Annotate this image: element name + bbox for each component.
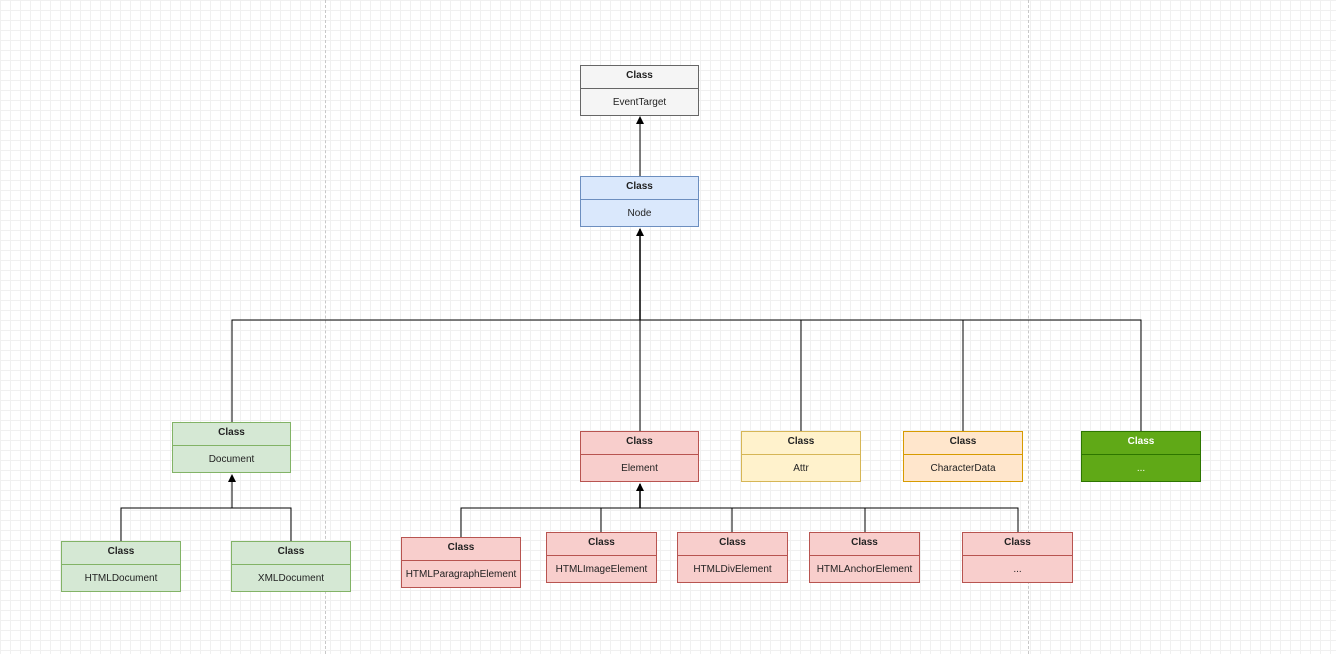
class-name: CharacterData	[930, 463, 996, 474]
class-name: HTMLParagraphElement	[405, 569, 517, 580]
class-header: Class	[232, 542, 350, 565]
edge-document-to-node	[231, 319, 640, 422]
edge-element-more-to-element	[640, 507, 1019, 532]
class-element-more[interactable]: Class ...	[962, 532, 1073, 583]
class-header: Class	[581, 66, 698, 89]
class-header: Class	[963, 533, 1072, 556]
class-eventtarget[interactable]: Class EventTarget	[580, 65, 699, 116]
edge-xmldocument-to-document	[232, 507, 292, 541]
class-attr[interactable]: Class Attr	[741, 431, 861, 482]
class-name: Document	[208, 454, 255, 465]
class-htmldocument[interactable]: Class HTMLDocument	[61, 541, 181, 592]
class-name: XMLDocument	[257, 573, 325, 584]
class-document[interactable]: Class Document	[172, 422, 291, 473]
class-header: Class	[547, 533, 656, 556]
class-name: ...	[1013, 564, 1022, 575]
edge-node-more-to-node	[640, 319, 1142, 431]
class-htmlimageelement[interactable]: Class HTMLImageElement	[546, 532, 657, 583]
class-name: Element	[621, 463, 658, 474]
class-name: ...	[1136, 463, 1146, 474]
edge-htmldocument-to-document	[120, 507, 232, 541]
class-header: Class	[904, 432, 1022, 455]
page-boundary-left	[325, 0, 326, 654]
class-node[interactable]: Class Node	[580, 176, 699, 227]
edge-htmlanchor-to-element	[640, 507, 866, 532]
page-boundary-right	[1028, 0, 1029, 654]
class-name: Node	[627, 208, 652, 219]
class-xmldocument[interactable]: Class XMLDocument	[231, 541, 351, 592]
class-name: HTMLDivElement	[693, 564, 772, 575]
class-name: EventTarget	[612, 97, 667, 108]
class-header: Class	[62, 542, 180, 565]
class-characterdata[interactable]: Class CharacterData	[903, 431, 1023, 482]
class-header: Class	[402, 538, 520, 561]
class-header: Class	[1082, 432, 1200, 455]
edge-htmldiv-to-element	[640, 507, 733, 532]
class-name: HTMLAnchorElement	[816, 564, 913, 575]
class-node-more[interactable]: Class ...	[1081, 431, 1201, 482]
class-htmlanchorelement[interactable]: Class HTMLAnchorElement	[809, 532, 920, 583]
class-header: Class	[678, 533, 787, 556]
class-header: Class	[810, 533, 919, 556]
class-header: Class	[581, 432, 698, 455]
class-element[interactable]: Class Element	[580, 431, 699, 482]
edge-attr-to-node	[640, 319, 802, 431]
class-name: Attr	[793, 463, 809, 474]
class-htmldivelement[interactable]: Class HTMLDivElement	[677, 532, 788, 583]
class-name: HTMLDocument	[84, 573, 158, 584]
edge-htmlimage-to-element	[600, 507, 640, 532]
class-name: HTMLImageElement	[555, 564, 648, 575]
class-header: Class	[173, 423, 290, 446]
class-header: Class	[742, 432, 860, 455]
class-header: Class	[581, 177, 698, 200]
class-htmlparagraphelement[interactable]: Class HTMLParagraphElement	[401, 537, 521, 588]
edge-htmlparagraph-to-element	[460, 507, 640, 537]
